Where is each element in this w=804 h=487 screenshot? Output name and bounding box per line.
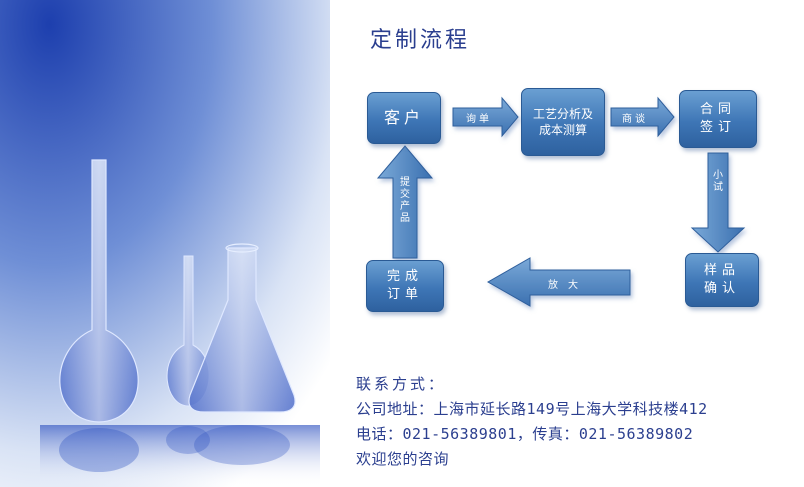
node-process-analysis-label: 工艺分析及 成本测算: [532, 106, 593, 137]
node-complete-order: 完成 订单: [366, 260, 444, 312]
contact-block: 联系方式： 公司地址：上海市延长路149号上海大学科技楼412 电话：021-5…: [356, 372, 708, 472]
page-title: 定制流程: [370, 28, 471, 53]
node-sample-confirm-label: 样品 确认: [703, 263, 740, 296]
node-contract-label: 合同 签订: [699, 102, 736, 135]
contact-phone: 电话：021-56389801，传真：021-56389802: [356, 425, 694, 443]
arrow-submit-product-label: 提 交 产 品: [400, 177, 410, 224]
arrow-negotiation-label: 商谈: [622, 114, 648, 125]
arrow-scale-up-label: 放 大: [548, 280, 578, 291]
arrow-trial-label: 小 试: [713, 170, 723, 193]
node-customer-label: 客户: [383, 108, 424, 128]
contact-welcome: 欢迎您的咨询: [356, 450, 450, 468]
contact-address: 公司地址：上海市延长路149号上海大学科技楼412: [356, 400, 708, 418]
node-process-analysis: 工艺分析及 成本测算: [521, 88, 605, 156]
node-sample-confirm: 样品 确认: [685, 253, 759, 307]
arrow-submit-product: [376, 145, 434, 259]
arrow-scale-up: [486, 257, 631, 307]
arrow-inquiry: [452, 96, 519, 138]
arrow-inquiry-label: 询单: [466, 114, 492, 125]
contact-heading: 联系方式：: [356, 375, 447, 393]
lab-glassware-photo: [0, 0, 330, 487]
node-contract: 合同 签订: [679, 90, 757, 148]
arrow-negotiation: [610, 96, 675, 138]
node-complete-order-label: 完成 订单: [386, 269, 423, 302]
node-customer: 客户: [367, 92, 441, 144]
arrow-trial: [690, 152, 746, 253]
